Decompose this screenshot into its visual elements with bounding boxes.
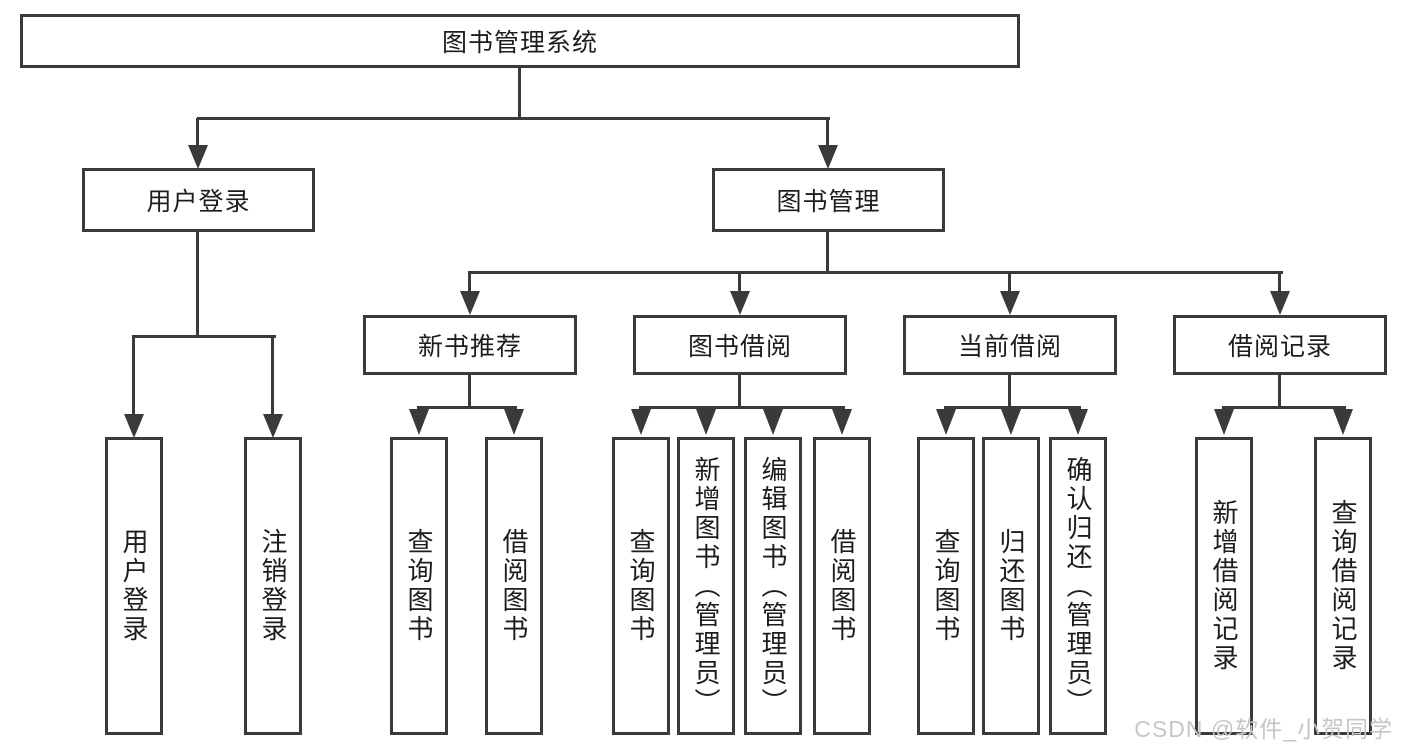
arrowhead-current-icon: [1000, 291, 1020, 315]
connector-bus-current: [944, 406, 1081, 409]
leaf-borrow-edit-admin: 编辑图书（管理员）: [744, 437, 802, 735]
arrowhead-current-leaf-2-icon: [1068, 409, 1088, 435]
node-current: 当前借阅: [903, 315, 1117, 375]
connector-root-stem: [518, 67, 521, 119]
arrowhead-borrow-leaf-2-icon: [763, 409, 783, 435]
node-recommend: 新书推荐: [363, 315, 577, 375]
leaf-record-query: 查询借阅记录: [1314, 437, 1372, 735]
arrowhead-record-leaf-1-icon: [1333, 409, 1353, 435]
arrowhead-record-leaf-0-icon: [1214, 409, 1234, 435]
connector-drop-user-leaf-0: [132, 336, 135, 416]
connector-bus-user: [132, 335, 276, 338]
leaf-current-query: 查询图书: [917, 437, 975, 735]
connector-drop-user-login: [196, 118, 199, 148]
arrowhead-current-leaf-0-icon: [936, 409, 956, 435]
leaf-recommend-query: 查询图书: [390, 437, 448, 735]
arrowhead-borrow-icon: [730, 291, 750, 315]
arrowhead-borrow-leaf-3-icon: [832, 409, 852, 435]
connector-record-stem: [1278, 374, 1281, 407]
leaf-recommend-borrow: 借阅图书: [485, 437, 543, 735]
connector-user-stem: [196, 231, 199, 336]
arrowhead-record-icon: [1270, 291, 1290, 315]
arrowhead-user-leaf-1-icon: [263, 414, 283, 438]
connector-recommend-stem: [468, 374, 471, 407]
connector-bus-borrow: [639, 406, 845, 409]
node-record: 借阅记录: [1173, 315, 1387, 375]
connector-borrow-stem: [738, 374, 741, 407]
arrowhead-recommend-leaf-1-icon: [504, 409, 524, 435]
connector-drop-record: [1278, 272, 1281, 292]
leaf-user-login: 用户登录: [105, 437, 163, 735]
connector-drop-borrow: [738, 272, 741, 292]
connector-book-stem: [826, 231, 829, 273]
connector-bus-level3: [468, 271, 1283, 274]
connector-drop-current: [1008, 272, 1011, 292]
arrowhead-recommend-leaf-0-icon: [409, 409, 429, 435]
connector-bus-level1: [197, 117, 830, 120]
leaf-record-add: 新增借阅记录: [1195, 437, 1253, 735]
arrowhead-borrow-leaf-1-icon: [696, 409, 716, 435]
connector-drop-book-mgmt: [826, 118, 829, 148]
arrowhead-recommend-icon: [460, 291, 480, 315]
leaf-current-return: 归还图书: [982, 437, 1040, 735]
connector-current-stem: [1008, 374, 1011, 407]
node-root: 图书管理系统: [20, 14, 1020, 68]
leaf-borrow-query: 查询图书: [612, 437, 670, 735]
connector-bus-record: [1222, 406, 1346, 409]
leaf-current-confirm-admin: 确认归还（管理员）: [1049, 437, 1107, 735]
arrowhead-user-leaf-0-icon: [124, 414, 144, 438]
leaf-borrow-borrow: 借阅图书: [813, 437, 871, 735]
connector-drop-user-leaf-1: [271, 336, 274, 416]
arrowhead-borrow-leaf-0-icon: [631, 409, 651, 435]
arrowhead-book-mgmt-icon: [818, 145, 838, 169]
node-borrow: 图书借阅: [633, 315, 847, 375]
connector-bus-recommend: [417, 406, 517, 409]
leaf-user-logout: 注销登录: [244, 437, 302, 735]
node-user-login: 用户登录: [82, 168, 315, 232]
arrowhead-user-login-icon: [188, 145, 208, 169]
arrowhead-current-leaf-1-icon: [1001, 409, 1021, 435]
leaf-borrow-add-admin: 新增图书（管理员）: [677, 437, 735, 735]
watermark: CSDN @软件_小贺同学: [1134, 716, 1393, 742]
connector-drop-recommend: [468, 272, 471, 292]
node-book-mgmt: 图书管理: [712, 168, 945, 232]
